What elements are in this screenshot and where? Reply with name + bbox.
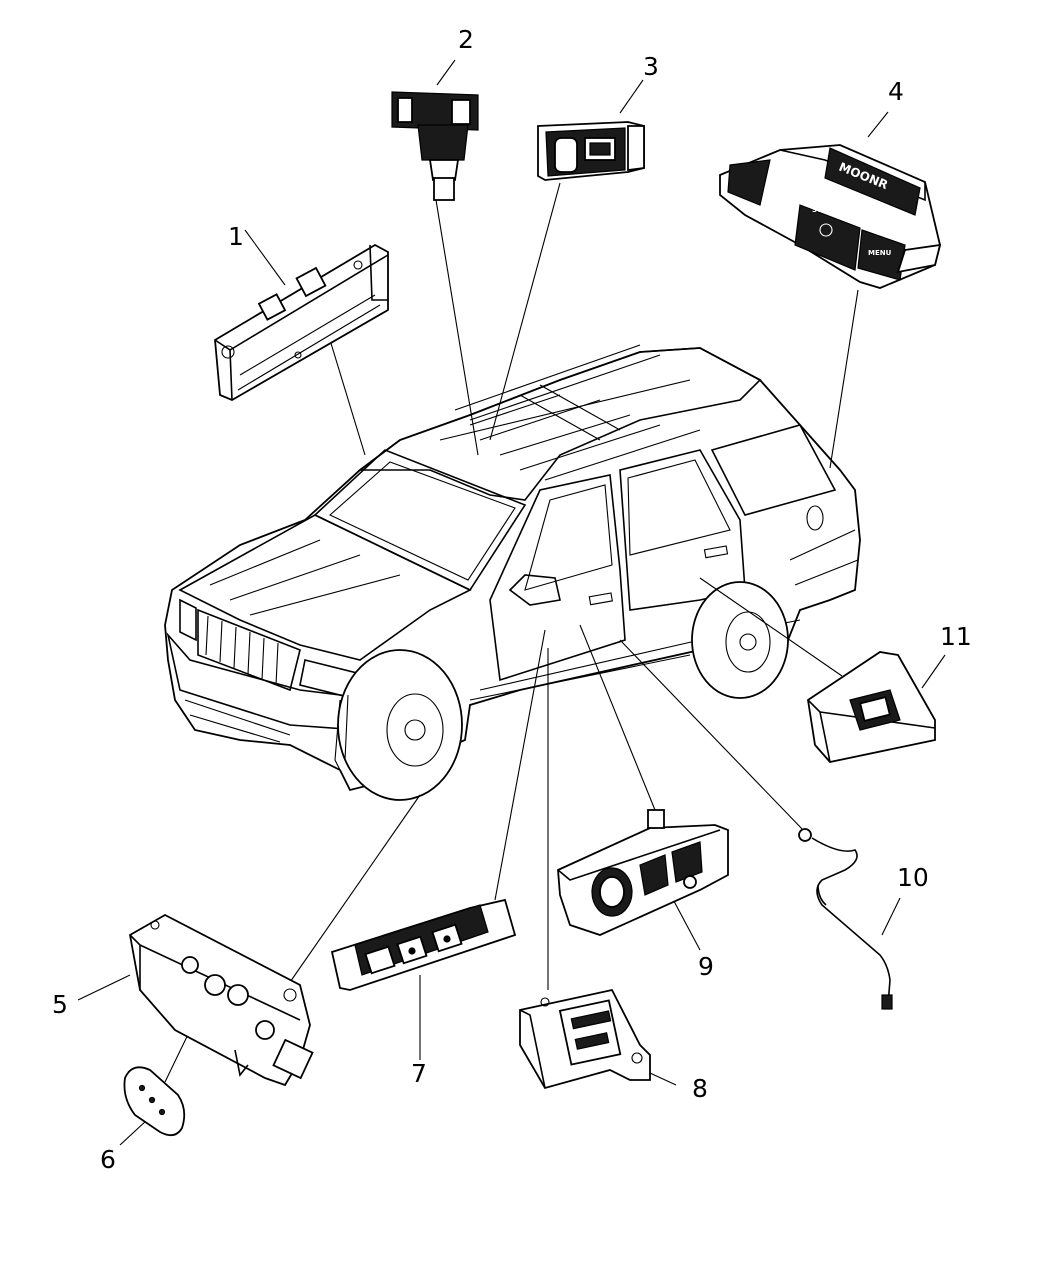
callout-3: 3 [643,52,659,81]
callout-4: 4 [888,77,904,106]
callout-10: 10 [897,863,929,892]
vehicle-illustration [164,344,861,801]
callout-9: 9 [698,952,714,981]
callout-2: 2 [458,25,474,54]
switch-label-sunroof: SUNROOF [812,206,851,214]
part-6-bezel-plate [123,1066,186,1137]
callout-7: 7 [411,1059,427,1088]
switch-label-menu: MENU [868,249,892,257]
callout-5: 5 [52,990,68,1019]
leader-lines [77,59,946,1146]
callout-8: 8 [692,1074,708,1103]
part-11-switch-bezel [807,651,936,763]
callout-6: 6 [100,1145,116,1174]
part-4-overhead-console: MOONR SUNROOF MENU [719,144,942,289]
part-2-switch [391,91,479,201]
part-1-module-bracket [214,243,389,402]
part-3-window-switch [537,121,645,181]
part-10-sensor-harness [798,828,893,1010]
callout-labels: 1 2 3 4 5 6 7 8 9 10 11 [52,25,972,1174]
part-8-control-module [519,988,651,1090]
part-5-seat-switch-module [129,913,314,1087]
callout-11: 11 [940,622,972,651]
part-9-control-panel [557,809,729,936]
callout-1: 1 [228,222,244,251]
part-7-window-switch-bank [330,898,517,991]
